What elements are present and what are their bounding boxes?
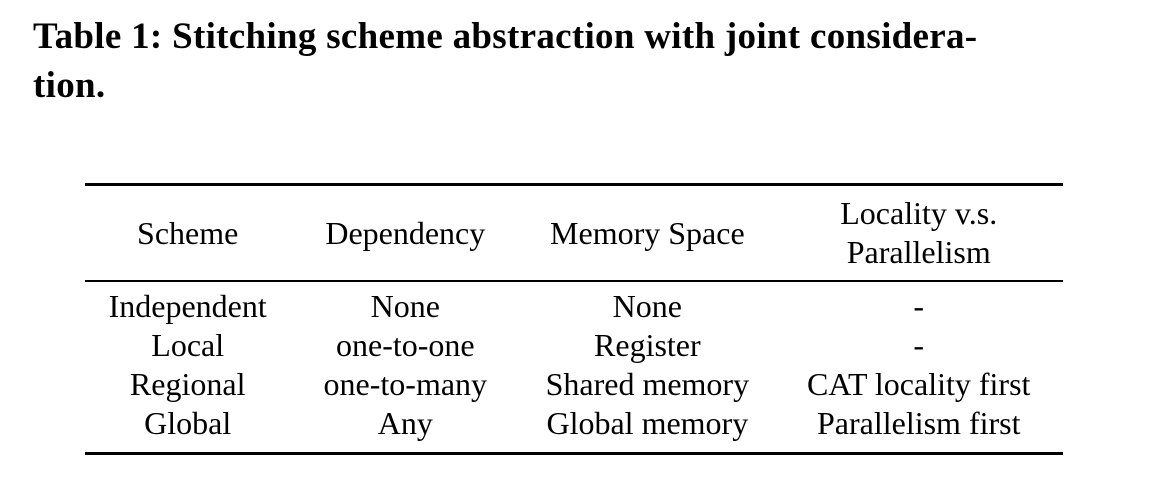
cell-scheme: Regional bbox=[129, 366, 246, 402]
table-header-row: Scheme Dependency Memory Space Locality … bbox=[85, 185, 1063, 281]
table-row-regional: Regional one-to-many Shared memory CAT l… bbox=[85, 365, 1063, 404]
cell-scheme: Local bbox=[151, 327, 225, 363]
cell-dependency: None bbox=[370, 288, 440, 324]
table-row-independent: Independent None None - bbox=[85, 281, 1063, 326]
cell-memory-space: Shared memory bbox=[545, 366, 750, 402]
cell-dependency: Any bbox=[377, 405, 433, 441]
col-header-memory-space: Memory Space bbox=[550, 214, 745, 251]
table-caption: Table 1: Stitching scheme abstraction wi… bbox=[33, 12, 1135, 110]
cell-scheme: Global bbox=[144, 405, 232, 441]
table-header: Scheme Dependency Memory Space Locality … bbox=[85, 185, 1063, 281]
cell-locality: Parallelism first bbox=[816, 405, 1021, 441]
table-row-local: Local one-to-one Register - bbox=[85, 326, 1063, 365]
table-caption-line-2: tion. bbox=[33, 65, 106, 106]
col-header-dependency: Dependency bbox=[325, 214, 486, 251]
table-body: Independent None None - Local one-to-one… bbox=[85, 281, 1063, 454]
cell-dependency: one-to-many bbox=[323, 366, 488, 402]
stitching-scheme-table: Scheme Dependency Memory Space Locality … bbox=[85, 183, 1063, 455]
cell-memory-space: Global memory bbox=[546, 405, 749, 441]
cell-memory-space: None bbox=[612, 288, 682, 324]
cell-locality: - bbox=[913, 288, 925, 324]
col-header-scheme: Scheme bbox=[137, 214, 239, 251]
cell-memory-space: Register bbox=[594, 327, 701, 363]
table-row-global: Global Any Global memory Parallelism fir… bbox=[85, 404, 1063, 454]
col-header-locality-vs-parallelism: Locality v.s. Parallelism bbox=[840, 195, 998, 270]
table-caption-line-1: Table 1: Stitching scheme abstraction wi… bbox=[33, 16, 978, 57]
cell-locality: CAT locality first bbox=[807, 366, 1031, 402]
cell-scheme: Independent bbox=[108, 288, 267, 324]
cell-locality: - bbox=[913, 327, 925, 363]
cell-dependency: one-to-one bbox=[335, 327, 475, 363]
